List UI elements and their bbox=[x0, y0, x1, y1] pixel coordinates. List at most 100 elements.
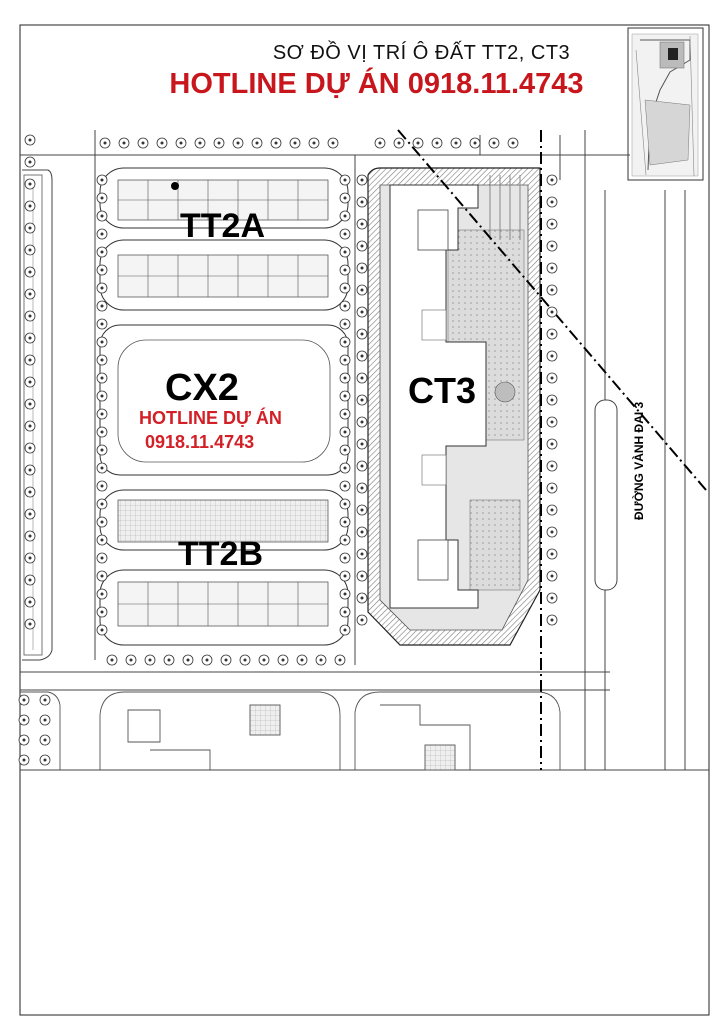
tree-trunk-icon bbox=[360, 486, 364, 490]
drawing-frame bbox=[19, 24, 710, 1016]
tree-trunk-icon bbox=[343, 358, 347, 362]
road-label-ring-road-3: ĐƯỜNG VÀNH ĐAI 3 bbox=[632, 401, 646, 520]
tree-trunk-icon bbox=[343, 538, 347, 542]
tree-trunk-icon bbox=[360, 310, 364, 314]
tree-trunk-icon bbox=[360, 222, 364, 226]
tree-trunk-icon bbox=[343, 304, 347, 308]
tree-trunk-icon bbox=[167, 658, 171, 662]
tree-trunk-icon bbox=[262, 658, 266, 662]
label-cx2: CX2 bbox=[165, 367, 239, 409]
tree-trunk-icon bbox=[28, 578, 32, 582]
tree-trunk-icon bbox=[100, 268, 104, 272]
tree-trunk-icon bbox=[360, 596, 364, 600]
tree-trunk-icon bbox=[179, 141, 183, 145]
tree-trunk-icon bbox=[550, 310, 554, 314]
tree-trunk-icon bbox=[100, 538, 104, 542]
tree-trunk-icon bbox=[550, 508, 554, 512]
tree-trunk-icon bbox=[100, 214, 104, 218]
tree-trunk-icon bbox=[28, 512, 32, 516]
tree-trunk-icon bbox=[343, 448, 347, 452]
tree-trunk-icon bbox=[550, 596, 554, 600]
tree-trunk-icon bbox=[224, 658, 228, 662]
tree-trunk-icon bbox=[360, 618, 364, 622]
tree-trunk-icon bbox=[28, 270, 32, 274]
tree-trunk-icon bbox=[343, 430, 347, 434]
tree-trunk-icon bbox=[360, 530, 364, 534]
tree-trunk-icon bbox=[28, 424, 32, 428]
tree-trunk-icon bbox=[205, 658, 209, 662]
tree-trunk-icon bbox=[100, 448, 104, 452]
tree-trunk-icon bbox=[343, 196, 347, 200]
tree-trunk-icon bbox=[100, 430, 104, 434]
tree-trunk-icon bbox=[28, 336, 32, 340]
tree-trunk-icon bbox=[550, 464, 554, 468]
tree-trunk-icon bbox=[343, 556, 347, 560]
tree-trunk-icon bbox=[100, 574, 104, 578]
tt2a-block bbox=[99, 167, 349, 311]
tree-trunk-icon bbox=[343, 322, 347, 326]
tree-trunk-icon bbox=[511, 141, 515, 145]
tree-trunk-icon bbox=[360, 244, 364, 248]
tree-trunk-icon bbox=[160, 141, 164, 145]
tree-trunk-icon bbox=[331, 141, 335, 145]
tree-trunk-icon bbox=[110, 658, 114, 662]
tree-trunk-icon bbox=[343, 610, 347, 614]
tree-trunk-icon bbox=[103, 141, 107, 145]
overlay-hotline-label: HOTLINE DỰ ÁN bbox=[139, 408, 282, 428]
tree-trunk-icon bbox=[360, 332, 364, 336]
overlay-hotline-number: 0918.11.4743 bbox=[145, 432, 255, 452]
tree-trunk-icon bbox=[100, 484, 104, 488]
tree-trunk-icon bbox=[343, 250, 347, 254]
tree-trunk-icon bbox=[550, 222, 554, 226]
tree-trunk-icon bbox=[28, 182, 32, 186]
label-tt2b: TT2B bbox=[178, 535, 263, 573]
tree-trunk-icon bbox=[343, 394, 347, 398]
tree-symbols bbox=[18, 134, 558, 766]
key-plan-thumbnail bbox=[627, 27, 704, 181]
tree-trunk-icon bbox=[100, 502, 104, 506]
tree-trunk-icon bbox=[360, 398, 364, 402]
tree-trunk-icon bbox=[186, 658, 190, 662]
tree-trunk-icon bbox=[300, 658, 304, 662]
tree-trunk-icon bbox=[100, 322, 104, 326]
tree-trunk-icon bbox=[343, 466, 347, 470]
tree-trunk-icon bbox=[28, 358, 32, 362]
tree-trunk-icon bbox=[360, 266, 364, 270]
tree-trunk-icon bbox=[550, 574, 554, 578]
tree-trunk-icon bbox=[360, 442, 364, 446]
tree-trunk-icon bbox=[22, 758, 26, 762]
tree-trunk-icon bbox=[343, 232, 347, 236]
tree-trunk-icon bbox=[454, 141, 458, 145]
tree-trunk-icon bbox=[397, 141, 401, 145]
tree-trunk-icon bbox=[360, 420, 364, 424]
tree-trunk-icon bbox=[360, 200, 364, 204]
label-tt2a: TT2A bbox=[180, 207, 265, 245]
tree-trunk-icon bbox=[343, 376, 347, 380]
tree-trunk-icon bbox=[28, 446, 32, 450]
tree-trunk-icon bbox=[343, 412, 347, 416]
tree-trunk-icon bbox=[43, 698, 47, 702]
tree-trunk-icon bbox=[550, 354, 554, 358]
tree-trunk-icon bbox=[338, 658, 342, 662]
tree-trunk-icon bbox=[148, 658, 152, 662]
tree-trunk-icon bbox=[343, 502, 347, 506]
tree-trunk-icon bbox=[550, 376, 554, 380]
tree-trunk-icon bbox=[360, 288, 364, 292]
tree-trunk-icon bbox=[343, 574, 347, 578]
tree-trunk-icon bbox=[43, 718, 47, 722]
tree-trunk-icon bbox=[100, 358, 104, 362]
tree-trunk-icon bbox=[129, 658, 133, 662]
tree-trunk-icon bbox=[100, 610, 104, 614]
tree-trunk-icon bbox=[473, 141, 477, 145]
tree-trunk-icon bbox=[274, 141, 278, 145]
tree-trunk-icon bbox=[360, 508, 364, 512]
tree-trunk-icon bbox=[100, 196, 104, 200]
tree-trunk-icon bbox=[236, 141, 240, 145]
label-ct3: CT3 bbox=[408, 370, 477, 411]
tree-trunk-icon bbox=[343, 340, 347, 344]
tree-trunk-icon bbox=[198, 141, 202, 145]
tree-trunk-icon bbox=[100, 304, 104, 308]
tree-trunk-icon bbox=[343, 286, 347, 290]
tree-trunk-icon bbox=[28, 248, 32, 252]
